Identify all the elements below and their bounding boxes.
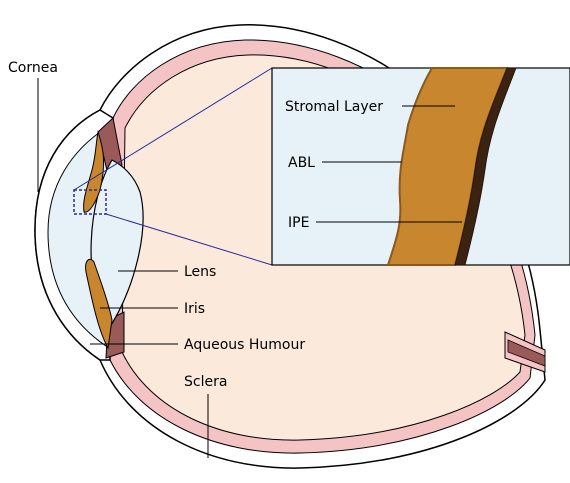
label-iris: Iris bbox=[184, 301, 205, 317]
label-abl: ABL bbox=[288, 155, 315, 171]
label-sclera: Sclera bbox=[184, 374, 227, 390]
label-aqueous-humour: Aqueous Humour bbox=[184, 337, 305, 353]
label-cornea: Cornea bbox=[8, 60, 58, 76]
label-lens: Lens bbox=[184, 264, 216, 280]
label-ipe: IPE bbox=[288, 215, 309, 231]
label-stromal-layer: Stromal Layer bbox=[285, 99, 383, 115]
